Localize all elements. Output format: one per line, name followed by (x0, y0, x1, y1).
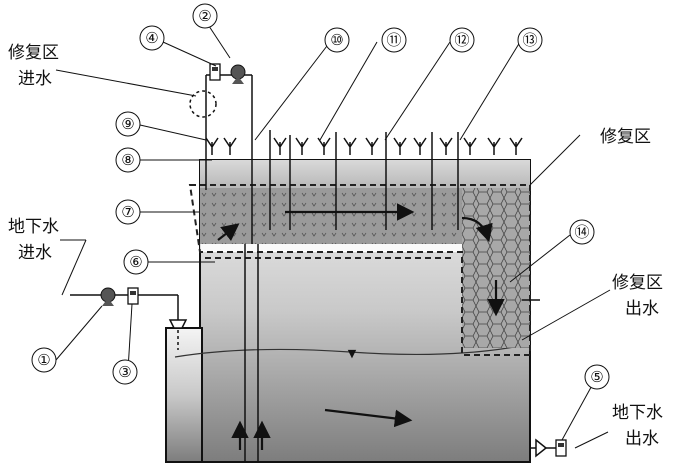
callout-1: ① (31, 347, 57, 373)
svg-text:⑥: ⑥ (129, 253, 142, 271)
plant-icon (439, 137, 453, 155)
plant-icon (413, 137, 427, 155)
svg-text:⑬: ⑬ (522, 31, 537, 49)
svg-text:⑧: ⑧ (121, 151, 134, 169)
plant-icon (223, 137, 237, 155)
groundwater-outlet-plumbing (530, 438, 560, 458)
label-repair-outlet-line1: 修复区 (612, 273, 663, 293)
callout-3: ③ (112, 359, 138, 385)
label-repair-inlet-line2: 进水 (18, 69, 52, 89)
pump-icon (100, 287, 116, 306)
plant-icon (295, 137, 309, 155)
svg-text:⑨: ⑨ (121, 115, 134, 133)
plant-icon (487, 137, 501, 155)
svg-text:▼: ▼ (348, 347, 357, 360)
callout-13: ⑬ (517, 27, 543, 53)
flowmeter-icon (209, 63, 221, 81)
plant-icon (509, 137, 523, 155)
text-labels: 修复区 进水 修复区 地下水 进水 修复区 出水 地下水 出水 (8, 43, 663, 449)
label-repair-zone: 修复区 (600, 127, 651, 147)
svg-text:①: ① (37, 351, 50, 369)
plant-icon (317, 137, 331, 155)
svg-text:⑤: ⑤ (590, 368, 603, 386)
callout-9: ⑨ (115, 111, 141, 137)
plant-icon (393, 137, 407, 155)
callout-5: ⑤ (584, 364, 610, 390)
callout-12: ⑫ (449, 27, 475, 53)
svg-text:③: ③ (118, 363, 131, 381)
svg-text:⑦: ⑦ (121, 203, 134, 221)
callout-markers: ① ② ③ ④ ⑤ ⑥ ⑦ ⑧ ⑨ ⑩ ⑪ ⑫ ⑬ ⑭ (31, 3, 610, 390)
plant-icon (365, 137, 379, 155)
callout-10: ⑩ (324, 27, 350, 53)
plant-icon (273, 137, 287, 155)
svg-text:⑪: ⑪ (386, 31, 401, 49)
svg-text:④: ④ (145, 29, 158, 47)
callout-8: ⑧ (115, 147, 141, 173)
plant-icon (205, 137, 219, 155)
callout-14: ⑭ (569, 219, 595, 245)
label-repair-inlet-line1: 修复区 (8, 43, 59, 63)
svg-text:⑫: ⑫ (454, 31, 469, 49)
label-groundwater-inlet-line2: 进水 (18, 243, 52, 263)
flow-arrow (217, 223, 240, 242)
svg-text:⑩: ⑩ (330, 31, 343, 49)
repair-media (200, 160, 530, 348)
flow-arrows (217, 203, 505, 450)
label-groundwater-outlet-line1: 地下水 (612, 403, 663, 423)
plant-icon (463, 137, 477, 155)
groundwater-inlet-plumbing (70, 294, 188, 350)
flow-arrow (461, 216, 493, 243)
leader-lines (55, 19, 611, 449)
flow-arrow (324, 408, 413, 428)
svg-text:②: ② (198, 7, 211, 25)
flowmeter-icon (555, 439, 567, 457)
plant-icon (343, 137, 357, 155)
svg-text:⑭: ⑭ (574, 223, 589, 241)
label-repair-outlet-line2: 出水 (625, 299, 659, 319)
callout-6: ⑥ (123, 249, 149, 275)
pump-icon (230, 64, 246, 84)
plant-row (205, 137, 523, 155)
callout-7: ⑦ (115, 199, 141, 225)
callout-4: ④ (139, 25, 165, 51)
callout-2: ② (192, 3, 218, 29)
flowmeter-icon (127, 287, 139, 305)
label-groundwater-outlet-line2: 出水 (625, 429, 659, 449)
label-groundwater-inlet-line1: 地下水 (8, 217, 59, 237)
callout-11: ⑪ (381, 27, 407, 53)
